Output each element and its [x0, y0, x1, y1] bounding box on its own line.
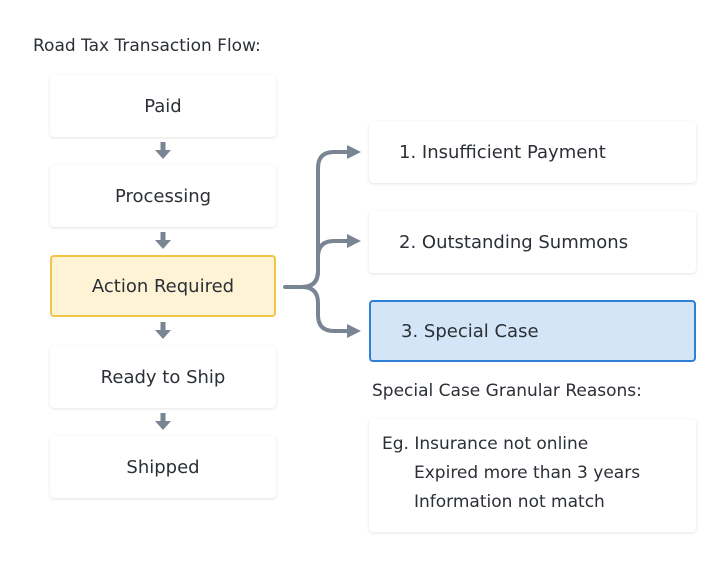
branch-outstanding-summons: 2. Outstanding Summons: [369, 211, 696, 273]
reason-line: Eg. Insurance not online: [382, 434, 589, 454]
branch-special-case: 3. Special Case: [369, 300, 696, 362]
step-label: Processing: [114, 185, 212, 207]
right-arrow-icon: [347, 324, 361, 338]
right-arrow-icon: [347, 145, 361, 159]
down-arrow-icon: [155, 142, 171, 159]
branch-label: 2. Outstanding Summons: [399, 231, 629, 253]
reason-line: Information not match: [414, 492, 605, 512]
branch-label: 3. Special Case: [401, 320, 539, 342]
step-label: Paid: [144, 95, 182, 117]
reasons-title: Special Case Granular Reasons:: [372, 381, 642, 401]
step-label: Shipped: [126, 456, 200, 478]
branch-insufficient-payment: 1. Insufficient Payment: [369, 121, 696, 183]
step-processing: Processing: [50, 165, 276, 227]
step-label: Action Required: [91, 275, 235, 297]
reasons-box: Eg. Insurance not online Expired more th…: [369, 419, 696, 532]
step-ready-to-ship: Ready to Ship: [50, 346, 276, 408]
branch-connector: [283, 150, 352, 333]
step-label: Ready to Ship: [100, 366, 226, 388]
down-arrow-icon: [155, 413, 171, 430]
step-shipped: Shipped: [50, 436, 276, 498]
down-arrow-icon: [155, 232, 171, 249]
flow-title: Road Tax Transaction Flow:: [33, 36, 261, 56]
branch-label: 1. Insufficient Payment: [399, 141, 606, 163]
reason-line: Expired more than 3 years: [414, 463, 641, 483]
step-action-required: Action Required: [50, 255, 276, 317]
step-paid: Paid: [50, 75, 276, 137]
down-arrow-icon: [155, 322, 171, 339]
right-arrow-icon: [347, 234, 361, 248]
